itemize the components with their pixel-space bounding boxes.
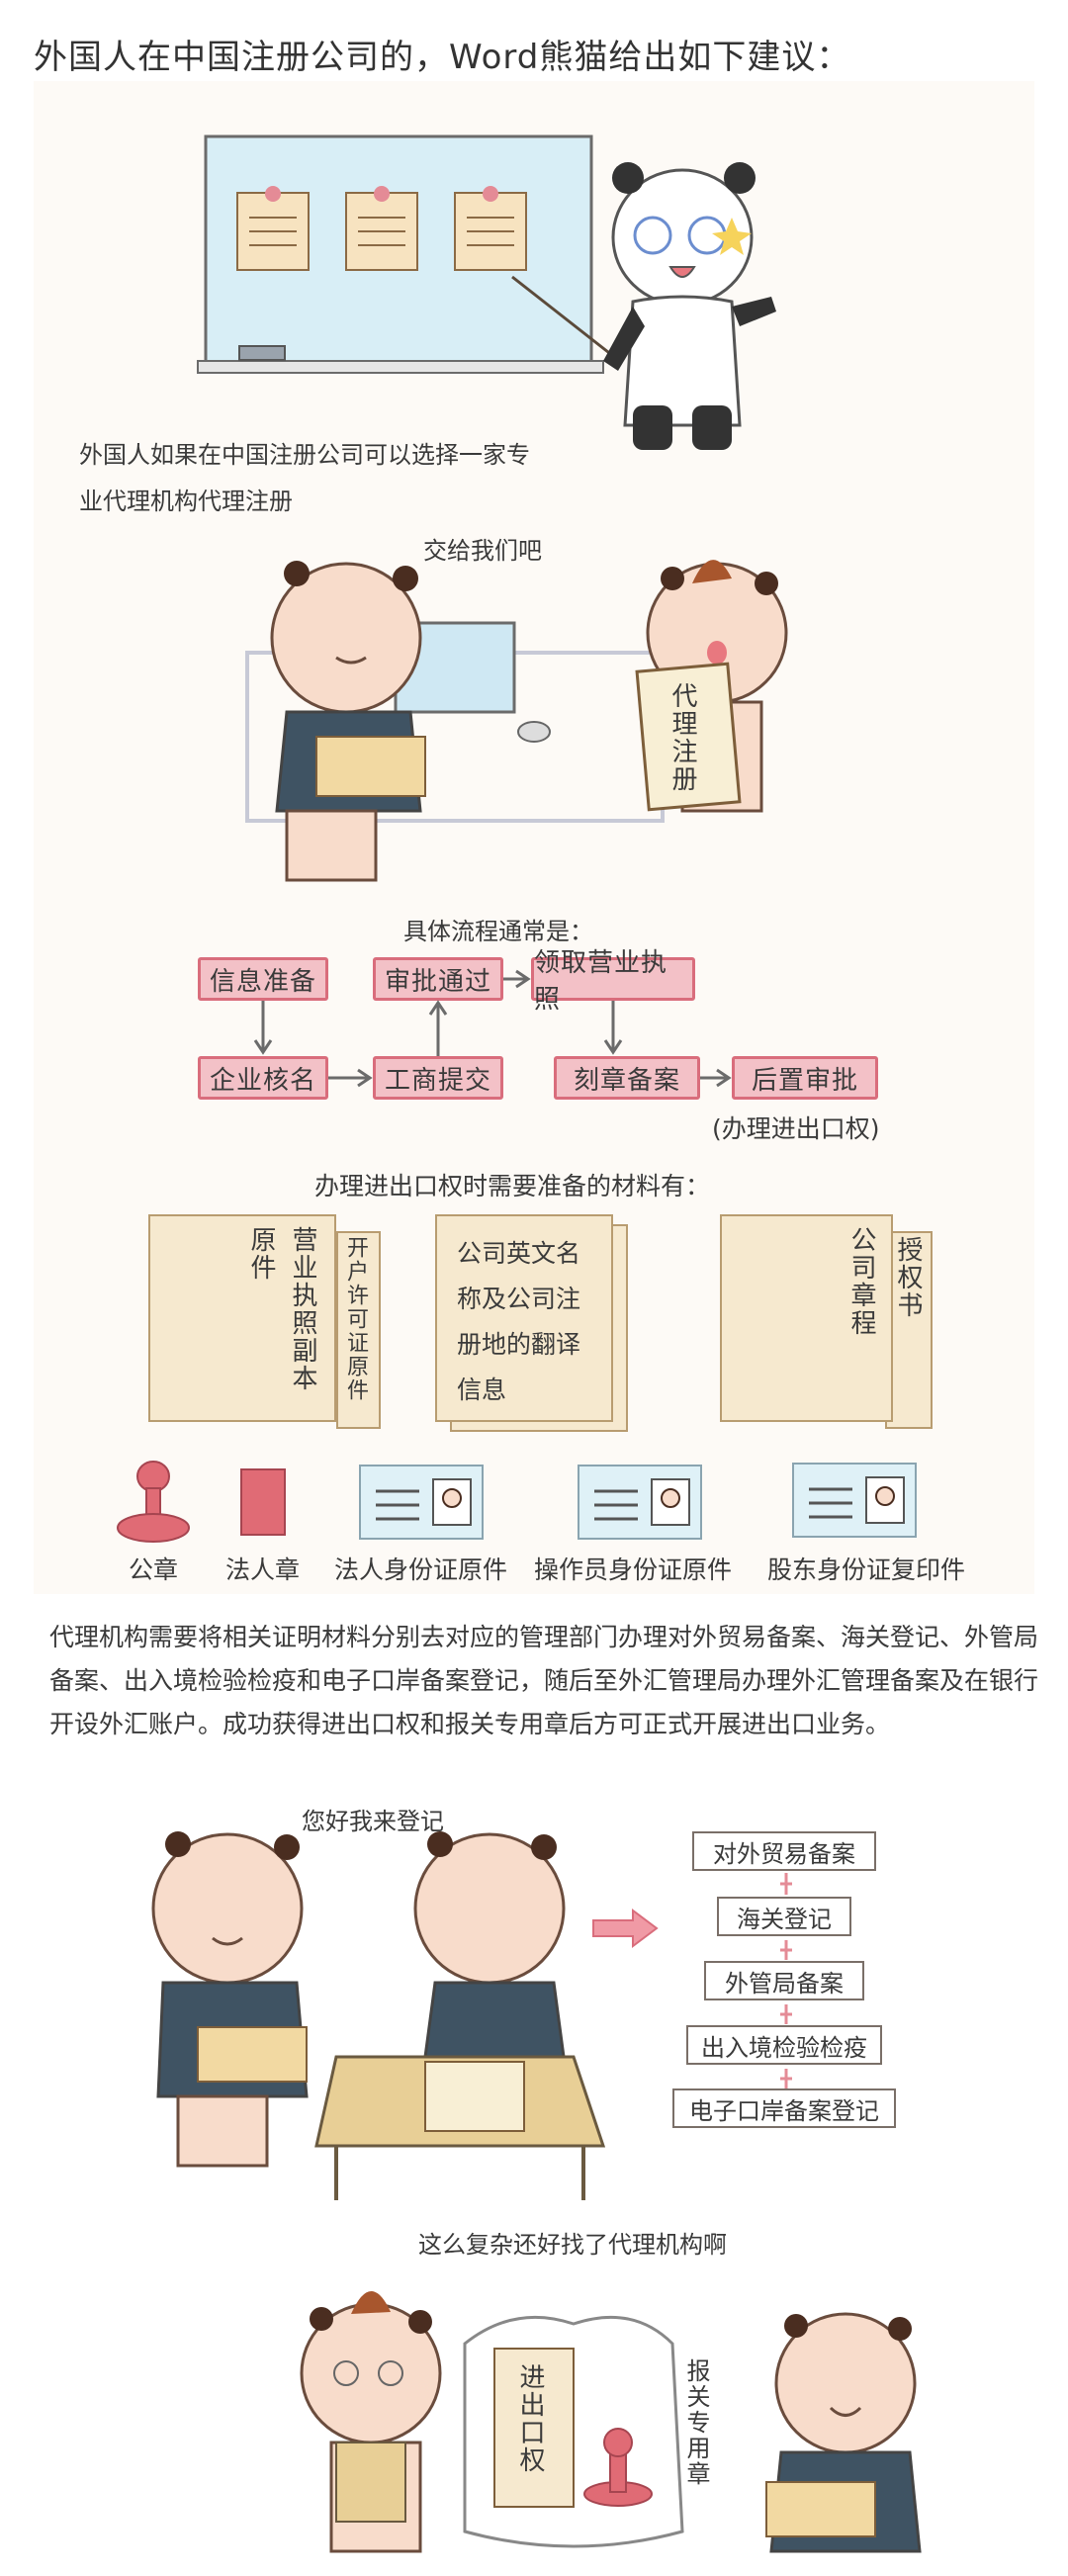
final-illustration — [300, 2290, 922, 2553]
whiteboard-illustration — [197, 134, 776, 450]
doc-translation-info — [435, 1214, 613, 1422]
doc-company-articles — [720, 1214, 893, 1422]
final-doc-text: 进出口权 — [515, 2363, 545, 2474]
arrow-right-icon — [592, 1909, 659, 1948]
doc3-side-text: 授权书 — [893, 1236, 923, 1319]
legal-seal-icon — [240, 1468, 286, 1536]
flow-arrows — [253, 969, 732, 1088]
doc1-front-text: 营业执照副本 — [288, 1226, 317, 1392]
doc1-back-text: 原件 — [246, 1226, 276, 1282]
register-connectors — [780, 1873, 792, 2088]
label-legal-id: 法人身份证原件 — [334, 1555, 508, 1584]
doc1-side-text: 开户许可证原件 — [343, 1236, 368, 1402]
legal-id-icon — [359, 1465, 484, 1540]
shareholder-id-icon — [792, 1463, 917, 1538]
flow-step-seal-filing: 刻章备案 — [554, 1056, 700, 1100]
speech-handover: 交给我们吧 — [423, 537, 542, 565]
doc-business-license — [148, 1214, 336, 1422]
handover-illustration — [245, 560, 788, 882]
registration-illustration — [151, 1831, 606, 2200]
intro-line-1: 外国人如果在中国注册公司可以选择一家专 — [79, 441, 530, 469]
label-operator-id: 操作员身份证原件 — [534, 1555, 733, 1584]
flow-note: (办理进出口权) — [712, 1114, 880, 1143]
speech-register: 您好我来登记 — [302, 1808, 444, 1835]
operator-id-icon — [578, 1465, 702, 1540]
flow-step-name-check: 企业核名 — [198, 1056, 328, 1100]
flow-step-info-prep: 信息准备 — [198, 957, 328, 1001]
doc-authorization — [885, 1231, 933, 1429]
agent-doc-label: 代理注册 — [668, 682, 697, 793]
page-heading: 外国人在中国注册公司的，Word熊猫给出如下建议： — [34, 38, 851, 77]
flow-step-post-approval: 后置审批 — [732, 1056, 878, 1100]
label-official-seal: 公章 — [129, 1555, 179, 1584]
explanation-paragraph: 代理机构需要将相关证明材料分别去对应的管理部门办理对外贸易备案、海关登记、外管局… — [49, 1623, 1039, 1738]
doc-opening-permit — [336, 1231, 381, 1429]
register-step-1: 对外贸易备案 — [692, 1831, 876, 1871]
speech-complex: 这么复杂还好找了代理机构啊 — [418, 2231, 727, 2259]
doc3-front-text: 公司章程 — [846, 1226, 876, 1337]
register-step-3: 外管局备案 — [704, 1961, 864, 2000]
doc2-line-1: 公司英文名 — [457, 1239, 581, 1268]
materials-title: 办理进出口权时需要准备的材料有： — [314, 1172, 711, 1200]
doc2-line-4: 信息 — [457, 1376, 507, 1404]
register-step-5: 电子口岸备案登记 — [672, 2088, 896, 2128]
label-shareholder-id: 股东身份证复印件 — [767, 1555, 966, 1584]
doc2-line-2: 称及公司注 — [457, 1285, 581, 1313]
doc2-line-3: 册地的翻译 — [457, 1330, 581, 1359]
flow-step-approval-pass: 审批通过 — [373, 957, 503, 1001]
label-legal-seal: 法人章 — [225, 1555, 301, 1584]
flow-step-commerce-submit: 工商提交 — [373, 1056, 503, 1100]
register-step-4: 出入境检验检疫 — [686, 2025, 882, 2065]
final-seal-text: 报关专用章 — [682, 2358, 710, 2487]
intro-line-2: 业代理机构代理注册 — [79, 488, 293, 515]
register-step-2: 海关登记 — [717, 1897, 851, 1936]
flow-title: 具体流程通常是： — [403, 918, 593, 945]
official-seal-icon — [117, 1461, 190, 1543]
